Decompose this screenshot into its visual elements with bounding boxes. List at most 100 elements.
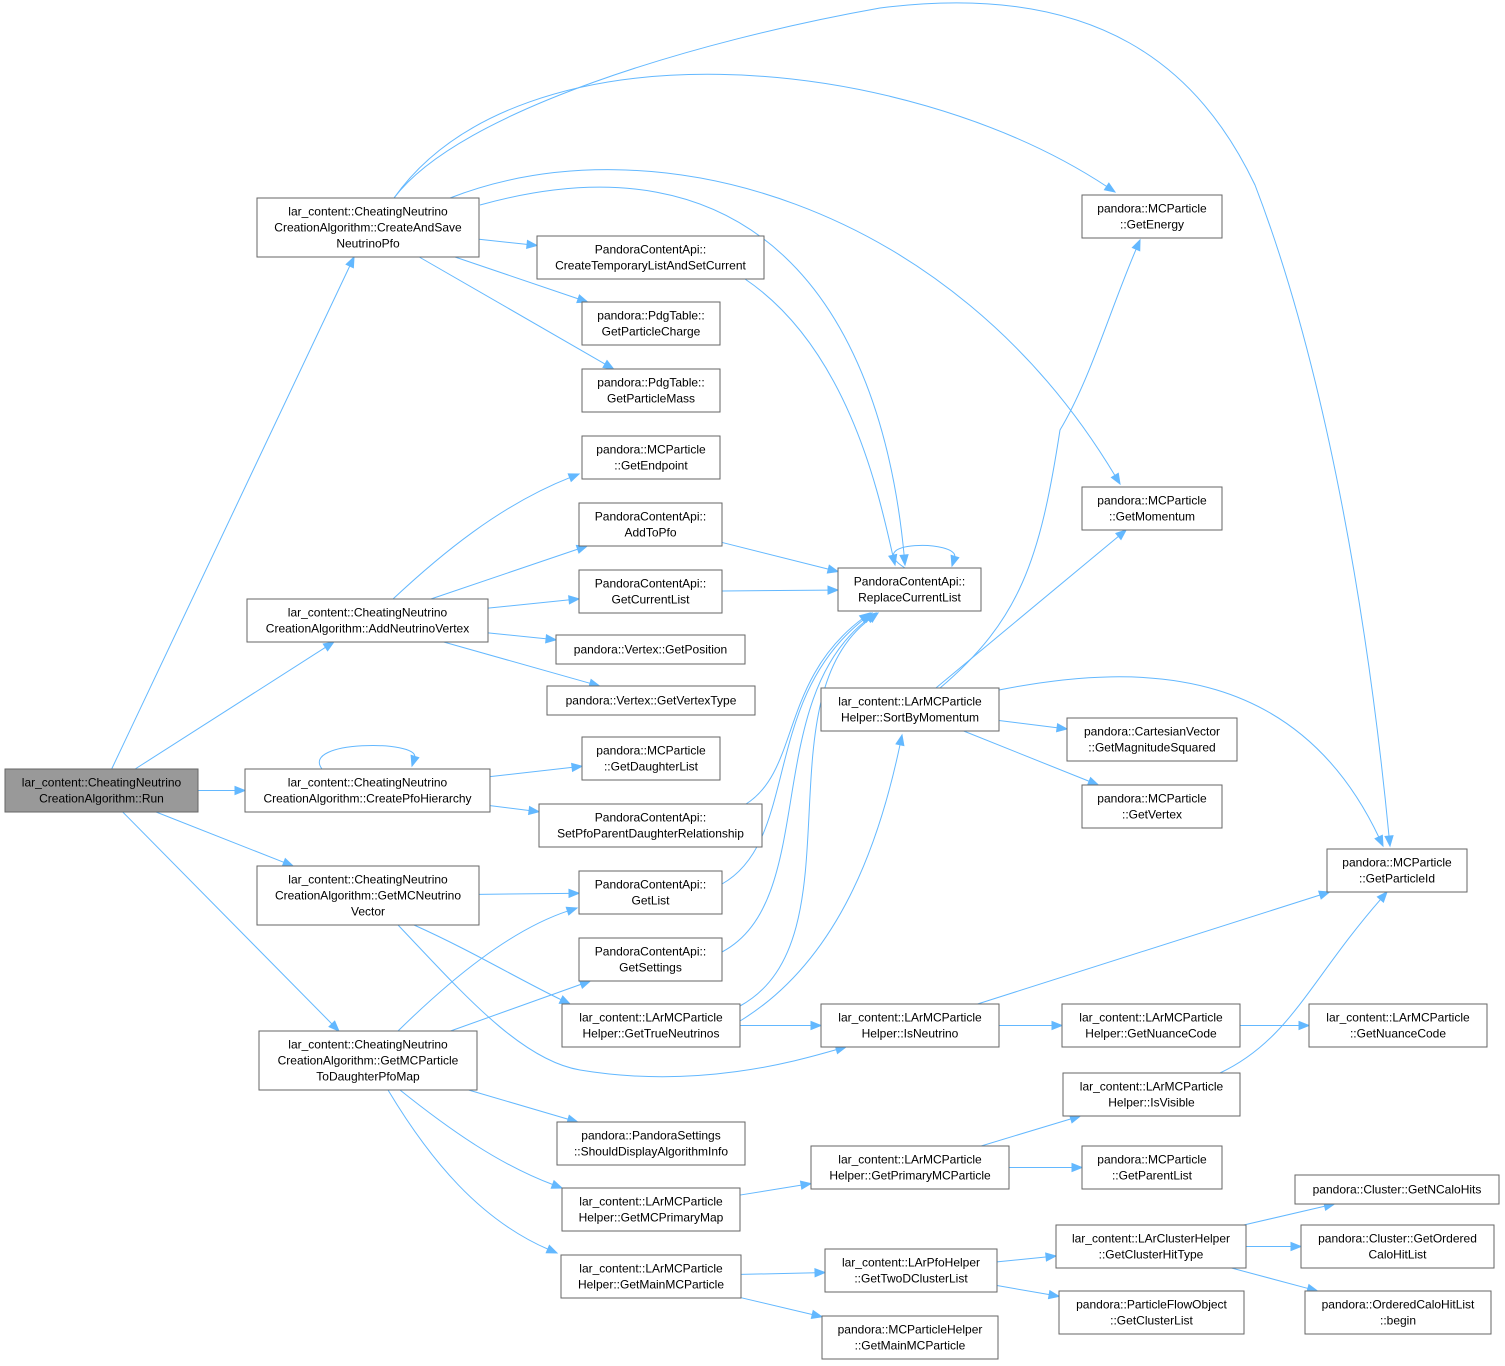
edge-getList-to-replaceCurrentList [721, 618, 866, 885]
node-box[interactable] [1066, 717, 1238, 762]
node-get-energy[interactable]: pandora::MCParticle::GetEnergy [1081, 194, 1223, 239]
node-add-to-pfo[interactable]: PandoraContentApi::AddToPfo [578, 502, 723, 547]
edge-createAndSave-to-getParticleCharge-arrowhead [576, 294, 589, 304]
node-get-m-c-neutrino-vector[interactable]: lar_content::CheatingNeutrinoCreationAlg… [256, 865, 480, 926]
node-get-m-c-particle-to-daughter[interactable]: lar_content::CheatingNeutrinoCreationAlg… [258, 1030, 478, 1091]
node-box[interactable] [1326, 848, 1468, 893]
node-get-current-list[interactable]: PandoraContentApi::GetCurrentList [578, 569, 723, 614]
node-box[interactable] [546, 685, 756, 716]
node-box[interactable] [581, 368, 721, 413]
node-get-nuance-code-helper[interactable]: lar_content::LArMCParticleHelper::GetNua… [1061, 1003, 1241, 1048]
node-box[interactable] [256, 865, 480, 926]
edge-getMCNeutrinoVector-to-getList [478, 892, 571, 895]
node-label-line: ::GetEnergy [1120, 218, 1184, 232]
node-create-pfo-hierarchy[interactable]: lar_content::CheatingNeutrinoCreationAlg… [244, 768, 491, 813]
node-get-particle-mass[interactable]: pandora::PdgTable::GetParticleMass [581, 368, 721, 413]
node-box[interactable] [555, 634, 746, 665]
node-box[interactable] [1081, 1145, 1223, 1190]
node-get-cluster-hit-type[interactable]: lar_content::LArClusterHelper::GetCluste… [1055, 1224, 1247, 1269]
edge-createAndSave-to-getMomentum [449, 169, 1116, 477]
node-box[interactable] [1304, 1290, 1492, 1335]
node-box[interactable] [256, 197, 480, 258]
node-box[interactable] [1081, 486, 1223, 531]
node-box[interactable] [1081, 784, 1223, 829]
node-get-particle-id[interactable]: pandora::MCParticle::GetParticleId [1326, 848, 1468, 893]
edge-getPrimaryMCParticle-to-getParentList-arrowhead [1071, 1162, 1084, 1173]
node-label-line: pandora::MCParticle [1342, 856, 1452, 870]
node-box[interactable] [820, 687, 1000, 732]
node-create-and-save[interactable]: lar_content::CheatingNeutrinoCreationAlg… [256, 197, 480, 258]
node-get-vertex[interactable]: pandora::MCParticle::GetVertex [1081, 784, 1223, 829]
edge-createAndSave-to-createTempList-arrowhead [526, 239, 539, 250]
node-sort-by-momentum[interactable]: lar_content::LArMCParticleHelper::SortBy… [820, 687, 1000, 732]
node-get-cluster-list[interactable]: pandora::ParticleFlowObject::GetClusterL… [1058, 1290, 1245, 1335]
node-get-primary-m-c-particle[interactable]: lar_content::LArMCParticleHelper::GetPri… [810, 1145, 1010, 1190]
node-box[interactable] [824, 1248, 998, 1293]
node-box[interactable] [561, 1003, 741, 1048]
node-box[interactable] [1062, 1072, 1241, 1117]
node-box[interactable] [1061, 1003, 1241, 1048]
node-box[interactable] [581, 736, 721, 781]
node-box[interactable] [536, 235, 765, 280]
node-box[interactable] [810, 1145, 1010, 1190]
node-box[interactable] [561, 1187, 741, 1232]
node-box[interactable] [1081, 194, 1223, 239]
node-get-two-d-cluster-list[interactable]: lar_content::LArPfoHelper::GetTwoDCluste… [824, 1248, 998, 1293]
node-get-n-calo-hits[interactable]: pandora::Cluster::GetNCaloHits [1294, 1174, 1500, 1205]
node-box[interactable] [538, 803, 763, 848]
node-get-magnitude-squared[interactable]: pandora::CartesianVector::GetMagnitudeSq… [1066, 717, 1238, 762]
node-box[interactable] [1055, 1224, 1247, 1269]
node-label-line: Vector [351, 905, 385, 919]
node-box[interactable] [820, 1003, 1000, 1048]
node-get-daughter-list[interactable]: pandora::MCParticle::GetDaughterList [581, 736, 721, 781]
node-box[interactable] [1300, 1224, 1495, 1269]
node-get-list[interactable]: PandoraContentApi::GetList [578, 870, 723, 915]
node-begin[interactable]: pandora::OrderedCaloHitList::begin [1304, 1290, 1492, 1335]
node-run[interactable]: lar_content::CheatingNeutrinoCreationAlg… [4, 768, 199, 813]
node-label-line: PandoraContentApi:: [595, 811, 706, 825]
node-box[interactable] [581, 301, 721, 346]
node-get-parent-list[interactable]: pandora::MCParticle::GetParentList [1081, 1145, 1223, 1190]
node-get-vertex-type[interactable]: pandora::Vertex::GetVertexType [546, 685, 756, 716]
node-box[interactable] [560, 1254, 742, 1299]
node-get-endpoint[interactable]: pandora::MCParticle::GetEndpoint [581, 435, 721, 480]
node-get-m-c-primary-map[interactable]: lar_content::LArMCParticleHelper::GetMCP… [561, 1187, 741, 1232]
node-is-neutrino[interactable]: lar_content::LArMCParticleHelper::IsNeut… [820, 1003, 1000, 1048]
node-box[interactable] [578, 569, 723, 614]
node-box[interactable] [1294, 1174, 1500, 1205]
edge-createPfoHierarchy-to-createPfoHierarchy-arrowhead [410, 754, 420, 768]
edge-createAndSave-to-replaceCurrentList-arrowhead [899, 554, 909, 567]
node-add-neutrino-vertex[interactable]: lar_content::CheatingNeutrinoCreationAlg… [246, 598, 489, 643]
node-get-nuance-code[interactable]: lar_content::LArMCParticle::GetNuanceCod… [1308, 1003, 1488, 1048]
edge-run-to-getMCParticleToDaughter [122, 811, 333, 1025]
node-box[interactable] [246, 598, 489, 643]
node-get-settings[interactable]: PandoraContentApi::GetSettings [578, 937, 723, 982]
node-should-display[interactable]: pandora::PandoraSettings::ShouldDisplayA… [556, 1121, 746, 1166]
node-set-pfo-parent[interactable]: PandoraContentApi::SetPfoParentDaughterR… [538, 803, 763, 848]
node-get-momentum[interactable]: pandora::MCParticle::GetMomentum [1081, 486, 1223, 531]
node-label-line: pandora::PdgTable:: [597, 376, 704, 390]
node-get-true-neutrinos[interactable]: lar_content::LArMCParticleHelper::GetTru… [561, 1003, 741, 1048]
edge-createAndSave-to-replaceCurrentList [479, 186, 905, 557]
node-create-temp-list[interactable]: PandoraContentApi::CreateTemporaryListAn… [536, 235, 765, 280]
node-box[interactable] [581, 435, 721, 480]
node-replace-current-list[interactable]: PandoraContentApi::ReplaceCurrentList [837, 567, 982, 612]
node-box[interactable] [258, 1030, 478, 1091]
node-get-position[interactable]: pandora::Vertex::GetPosition [555, 634, 746, 665]
node-get-particle-charge[interactable]: pandora::PdgTable::GetParticleCharge [581, 301, 721, 346]
node-is-visible[interactable]: lar_content::LArMCParticleHelper::IsVisi… [1062, 1072, 1241, 1117]
node-box[interactable] [4, 768, 199, 813]
node-get-main-m-c-particle-helper[interactable]: pandora::MCParticleHelper::GetMainMCPart… [821, 1315, 999, 1360]
node-box[interactable] [821, 1315, 999, 1360]
node-box[interactable] [556, 1121, 746, 1166]
node-box[interactable] [578, 870, 723, 915]
node-get-main-m-c-particle[interactable]: lar_content::LArMCParticleHelper::GetMai… [560, 1254, 742, 1299]
node-box[interactable] [837, 567, 982, 612]
node-box[interactable] [244, 768, 491, 813]
node-box[interactable] [1058, 1290, 1245, 1335]
node-box[interactable] [578, 937, 723, 982]
node-box[interactable] [578, 502, 723, 547]
node-box[interactable] [1308, 1003, 1488, 1048]
